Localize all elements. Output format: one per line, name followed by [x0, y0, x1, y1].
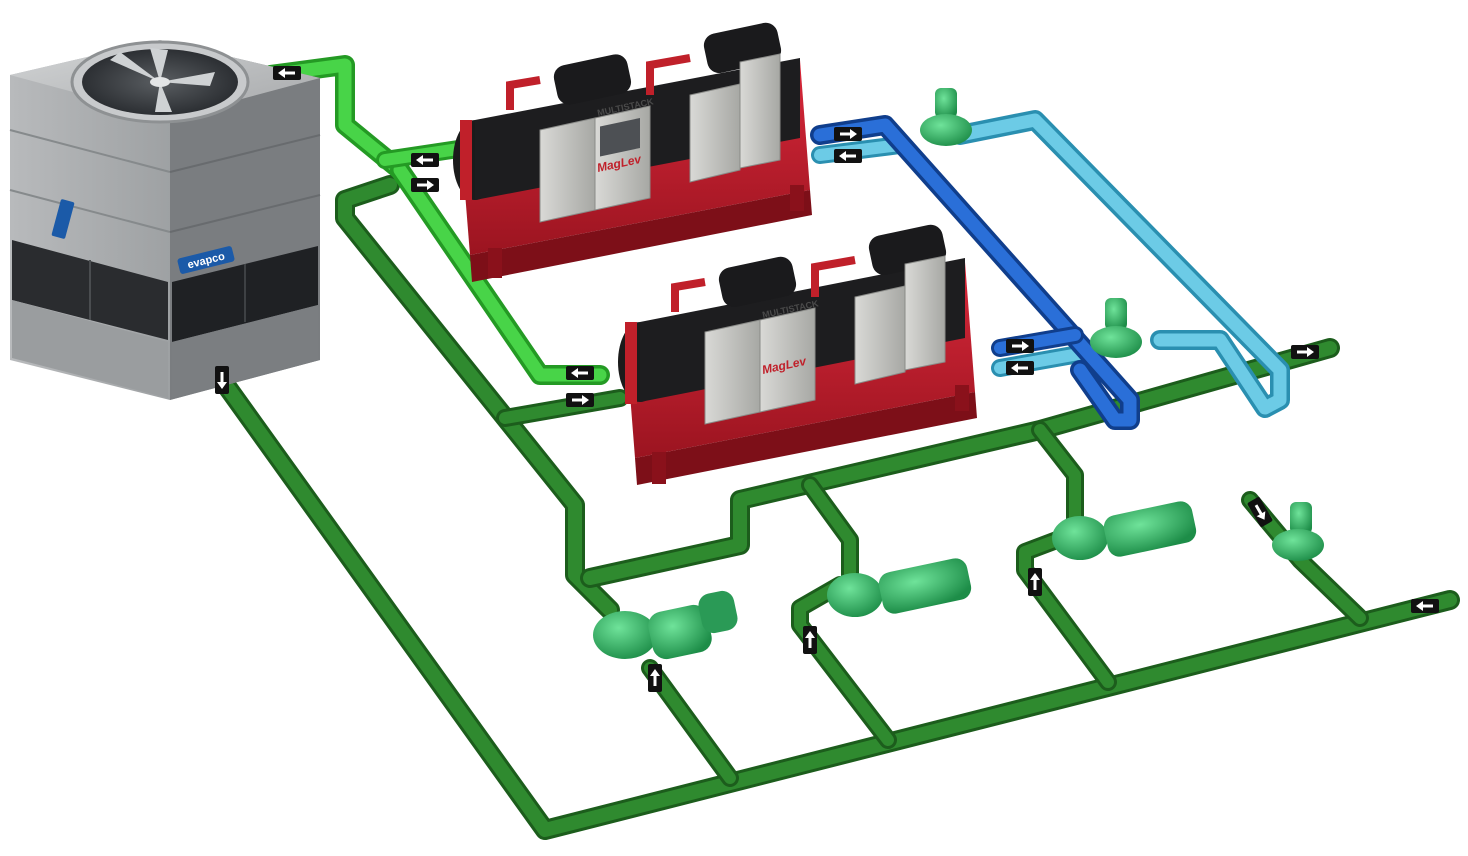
flow-arrow-icon: [566, 393, 594, 407]
pump-icon: [1090, 298, 1142, 358]
flow-arrow-icon: [834, 127, 862, 141]
flow-arrows: [215, 66, 1439, 692]
pump-icon: [1052, 501, 1197, 560]
flow-arrow-icon: [1291, 345, 1319, 359]
pump-icon: [827, 558, 972, 617]
fan-icon: [70, 40, 250, 124]
condenser-pump-3: [1052, 501, 1197, 560]
pump-icon: [920, 88, 972, 146]
flow-arrow-icon: [1006, 339, 1034, 353]
chilled-supply-piping: [810, 115, 1140, 430]
flow-arrow-icon: [566, 366, 594, 380]
condenser-pump-2: [827, 558, 972, 617]
cooling-tower: evapco: [9, 40, 321, 400]
flow-arrow-icon: [273, 66, 301, 80]
flow-arrow-icon: [834, 149, 862, 163]
condenser-pump-1: [593, 590, 738, 660]
flow-arrow-icon: [1411, 599, 1439, 613]
chilled-pump-1: [920, 88, 972, 146]
flow-arrow-icon: [411, 153, 439, 167]
flow-arrow-icon: [648, 664, 662, 692]
flow-arrow-icon: [215, 366, 229, 394]
control-panel-icon: [704, 255, 946, 425]
pump-icon: [593, 590, 738, 660]
flow-arrow-icon: [803, 626, 817, 654]
flow-arrow-icon: [411, 178, 439, 192]
flow-arrow-icon: [1006, 361, 1034, 375]
pump-icon: [1272, 502, 1324, 561]
flow-arrow-icon: [1247, 497, 1273, 527]
chiller-2: MULTISTACK MagLev: [618, 224, 977, 485]
flow-arrow-icon: [1028, 568, 1042, 596]
condenser-return-piping: [205, 360, 1460, 840]
control-panel-icon: [539, 53, 781, 223]
condenser-pump-4: [1272, 502, 1324, 561]
chilled-pump-2: [1090, 298, 1142, 358]
chiller-1: MULTISTACK MagLev: [453, 22, 812, 282]
